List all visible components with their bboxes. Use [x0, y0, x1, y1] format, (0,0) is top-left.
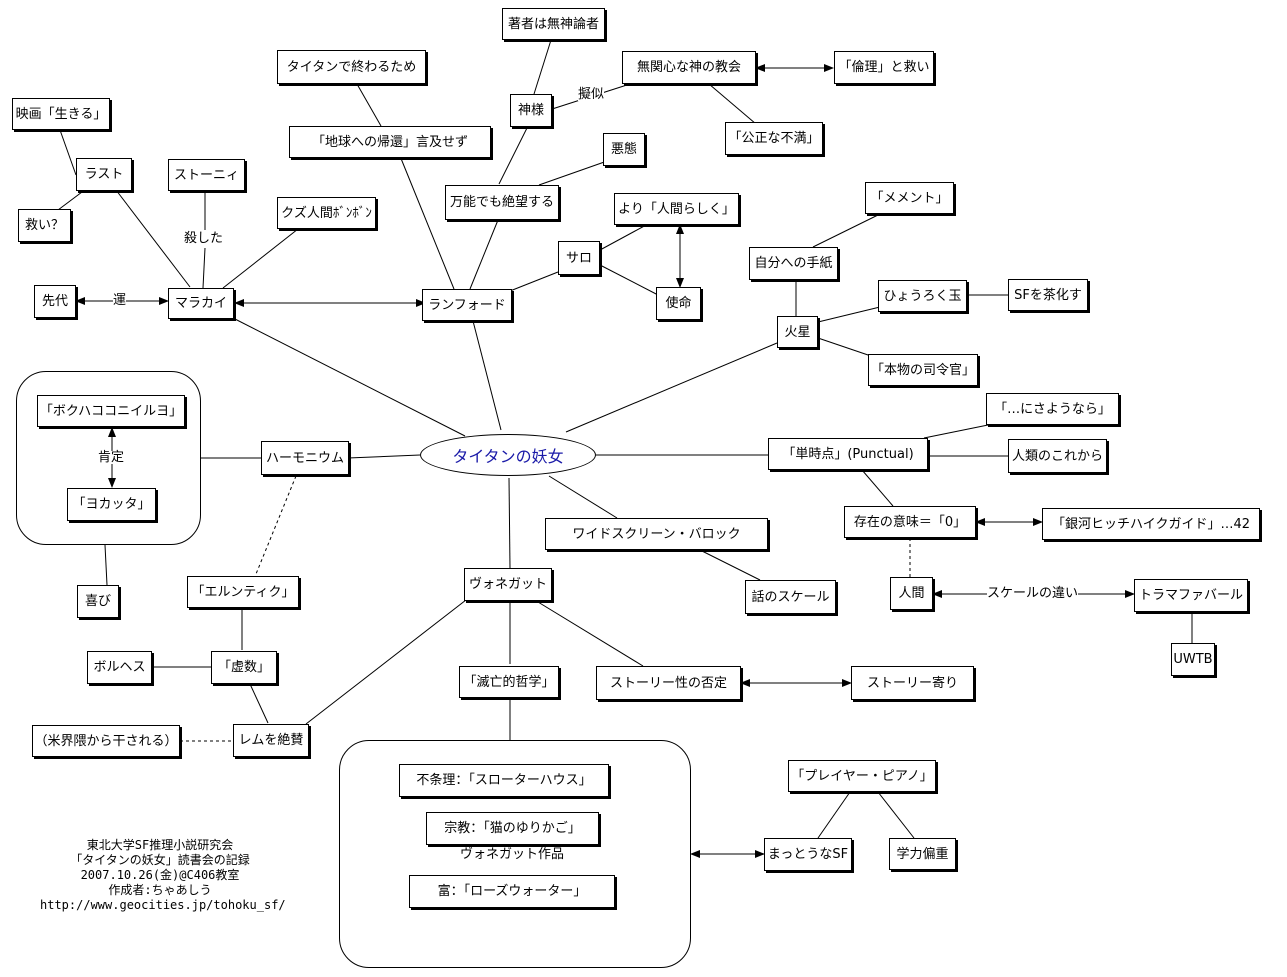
- harmonium-group: [16, 371, 201, 545]
- credits-line-event: 「タイタンの妖女」読書会の記録: [70, 853, 250, 867]
- node-mars[interactable]: 火星: [777, 316, 818, 348]
- node-beikai[interactable]: （米界隈から干される）: [32, 725, 180, 757]
- node-salo[interactable]: サロ: [558, 241, 600, 275]
- node-hyouroku[interactable]: ひょうろく玉: [878, 280, 967, 312]
- node-kousei[interactable]: 「公正な不満」: [725, 122, 823, 155]
- label-koroshita: 殺した: [184, 231, 224, 246]
- credits-line-date: 2007.10.26(金)@C406教室: [80, 868, 240, 882]
- node-shuukyou[interactable]: 宗教：「猫のゆりかご」: [426, 812, 599, 845]
- node-church[interactable]: 無関心な神の教会: [622, 51, 756, 84]
- node-sf-chaka[interactable]: SFを茶化す: [1008, 279, 1088, 311]
- node-erentik[interactable]: 「エルンティク」: [187, 576, 299, 608]
- node-rinri[interactable]: 「倫理」と救い: [834, 51, 934, 84]
- credits-line-author: 作成者:ちゃあしう: [108, 883, 212, 897]
- label-vonnegut-works: ヴォネガット作品: [460, 847, 565, 862]
- node-bannou[interactable]: 万能でも絶望する: [445, 185, 559, 220]
- node-widescreen[interactable]: ワイドスクリーン・バロック: [545, 518, 768, 550]
- node-borges[interactable]: ボルヘス: [87, 651, 152, 684]
- node-sayounara[interactable]: 「…にさようなら」: [986, 393, 1119, 425]
- label-kotei: 肯定: [98, 450, 125, 465]
- node-sukui-q[interactable]: 救い？: [18, 209, 71, 242]
- node-tomi[interactable]: 富：「ローズウォーター」: [409, 875, 615, 908]
- node-kuzu[interactable]: クズ人間ﾎﾞﾝﾎﾞﾝ: [277, 197, 376, 229]
- node-stony[interactable]: ストーニィ: [168, 159, 245, 191]
- node-player-piano[interactable]: 「プレイヤー・ピアノ」: [788, 760, 936, 792]
- credits-line-club: 東北大学SF推理小説研究会: [86, 838, 234, 852]
- node-lem[interactable]: レムを絶賛: [233, 724, 309, 757]
- node-scale-story[interactable]: 話のスケール: [745, 580, 836, 614]
- node-gakuryoku[interactable]: 学力偏重: [889, 838, 956, 870]
- node-yorokobi[interactable]: 喜び: [77, 585, 119, 618]
- node-ikiru[interactable]: 映画「生きる」: [12, 98, 110, 130]
- node-shireikan[interactable]: 「本物の司令官」: [868, 354, 978, 386]
- node-mattou[interactable]: まっとうなSF: [764, 838, 852, 871]
- credits-line-url[interactable]: http://www.geocities.jp/tohoku_sf/: [40, 898, 286, 912]
- node-harmonium[interactable]: ハーモニウム: [261, 441, 349, 475]
- node-memento[interactable]: 「メメント」: [865, 182, 954, 214]
- node-metsubou[interactable]: 「滅亡的哲学」: [459, 666, 559, 698]
- vonnegut-works-group: [339, 740, 691, 968]
- node-fujouri[interactable]: 不条理：「スローターハウス」: [399, 764, 609, 797]
- node-atheist[interactable]: 著者は無神論者: [502, 8, 605, 40]
- label-giji: 擬似: [578, 87, 605, 102]
- node-jinrui[interactable]: 人類のこれから: [1008, 439, 1107, 473]
- node-titan-end[interactable]: タイタンで終わるため: [277, 50, 426, 84]
- node-senpai[interactable]: 先代: [34, 285, 76, 318]
- center-topic[interactable]: タイタンの妖女: [420, 434, 596, 476]
- node-shimei[interactable]: 使命: [656, 287, 701, 320]
- center-topic-label: タイタンの妖女: [452, 447, 564, 466]
- node-story-negation[interactable]: ストーリー性の否定: [596, 666, 741, 700]
- node-rumfoord[interactable]: ランフォード: [422, 289, 512, 321]
- node-ningen-rashiku[interactable]: より「人間らしく」: [614, 193, 739, 225]
- node-yokatta[interactable]: 「ヨカッタ」: [67, 488, 156, 521]
- node-story-yori[interactable]: ストーリー寄り: [851, 666, 974, 700]
- node-akutai[interactable]: 悪態: [603, 133, 645, 166]
- node-punctual[interactable]: 「単時点」(Punctual): [768, 438, 928, 470]
- node-earth-return[interactable]: 「地球への帰還」言及せず: [289, 126, 491, 158]
- node-hitchhike[interactable]: 「銀河ヒッチハイクガイド」…42: [1042, 508, 1260, 540]
- node-sonzai[interactable]: 存在の意味＝「0」: [844, 506, 976, 538]
- node-ningen[interactable]: 人間: [890, 577, 933, 610]
- node-last[interactable]: ラスト: [76, 158, 132, 191]
- label-scale-diff: スケールの違い: [987, 586, 1079, 601]
- label-unmei: 運: [113, 293, 127, 308]
- node-vonnegut[interactable]: ヴォネガット: [464, 568, 552, 601]
- node-malakai[interactable]: マラカイ: [168, 288, 234, 319]
- node-tegami[interactable]: 自分への手紙: [749, 247, 838, 280]
- node-uwtb[interactable]: UWTB: [1171, 643, 1215, 676]
- node-kamisama[interactable]: 神様: [510, 94, 552, 127]
- node-tralfamadore[interactable]: トラマファバール: [1134, 579, 1248, 612]
- node-bokuha[interactable]: 「ボクハココニイルヨ」: [37, 395, 185, 427]
- credits-block: 東北大学SF推理小説研究会 「タイタンの妖女」読書会の記録 2007.10.26…: [40, 838, 286, 913]
- node-kyosuu[interactable]: 「虚数」: [211, 651, 277, 684]
